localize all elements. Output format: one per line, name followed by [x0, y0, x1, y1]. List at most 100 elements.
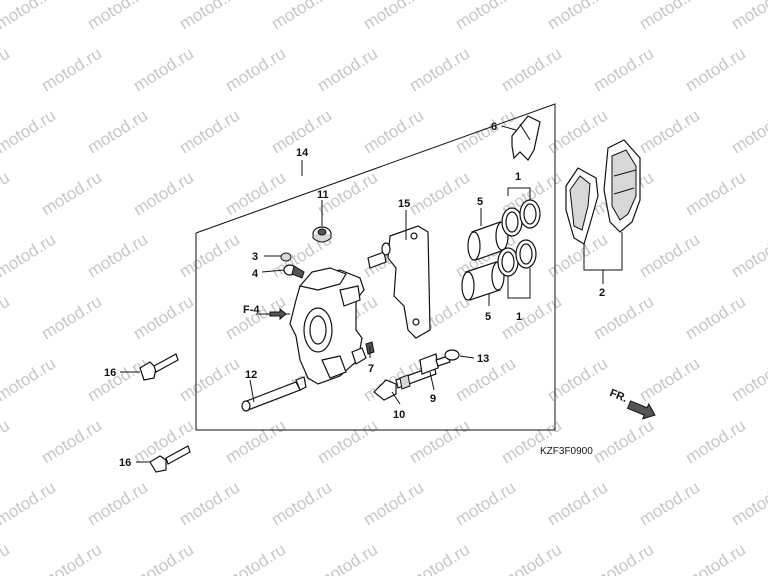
caliper-pistons	[461, 221, 509, 301]
watermark-text: motod.ru	[84, 106, 151, 158]
watermark-text: motod.ru	[590, 416, 657, 468]
watermark-text: motod.ru	[590, 292, 657, 344]
watermark-text: motod.ru	[38, 540, 105, 576]
leader-lines	[120, 125, 517, 463]
callout-4: 4	[252, 268, 259, 280]
callout-1-upper: 1	[515, 171, 521, 183]
pin-bolt-12	[241, 376, 307, 412]
watermark-text: motod.ru	[728, 230, 768, 282]
watermark-text: motod.ru	[84, 230, 151, 282]
section-ref-label: F-4	[243, 304, 260, 316]
watermark-text: motod.ru	[268, 478, 335, 530]
watermark-text: motod.ru	[222, 44, 289, 96]
watermark-text: motod.ru	[728, 106, 768, 158]
watermark-text: motod.ru	[636, 230, 703, 282]
watermark-text: motod.ru	[38, 44, 105, 96]
watermark-text: motod.ru	[0, 44, 13, 96]
watermark-text: motod.ru	[452, 478, 519, 530]
watermark-text: motod.ru	[314, 540, 381, 576]
caliper-bracket	[367, 225, 431, 339]
boot-part	[312, 226, 332, 243]
watermark-text: motod.ru	[84, 354, 151, 406]
watermark-text: motod.ru	[590, 44, 657, 96]
watermark-text: motod.ru	[682, 168, 749, 220]
watermark-text: motod.ru	[636, 478, 703, 530]
callout-5-upper: 5	[477, 196, 483, 208]
watermark-text: motod.ru	[544, 478, 611, 530]
watermark-text: motod.ru	[728, 478, 768, 530]
watermark-text: motod.ru	[130, 168, 197, 220]
watermark-text: motod.ru	[130, 292, 197, 344]
watermark-text: motod.ru	[84, 0, 151, 33]
caliper-body	[289, 267, 367, 385]
watermark-text: motod.ru	[0, 416, 13, 468]
callout-5-lower: 5	[485, 311, 491, 323]
watermark-text: motod.ru	[590, 540, 657, 576]
watermark-text: motod.ru	[0, 230, 59, 282]
watermark-text: motod.ru	[176, 478, 243, 530]
watermark-text: motod.ru	[360, 478, 427, 530]
watermark-text: motod.ru	[268, 0, 335, 33]
watermark-text: motod.ru	[406, 416, 473, 468]
watermark-text: motod.ru	[498, 540, 565, 576]
callout-16-upper: 16	[104, 367, 116, 379]
assembly-frame	[195, 103, 556, 431]
callout-12: 12	[245, 369, 257, 381]
callout-10: 10	[393, 409, 405, 421]
watermark-text: motod.ru	[222, 416, 289, 468]
watermark-text: motod.ru	[0, 354, 59, 406]
callout-9: 9	[430, 393, 436, 405]
caliper-small-parts	[280, 252, 305, 279]
watermark-text: motod.ru	[84, 478, 151, 530]
callouts: 14 11 3 4 15 5 5 1 1 6 2 7 12 10 9 13 16…	[104, 121, 605, 469]
pad-spring	[511, 115, 541, 161]
watermark-text: motod.ru	[0, 478, 59, 530]
piston-seals	[497, 199, 541, 277]
watermark-text: motod.ru	[452, 106, 519, 158]
watermark-text: motod.ru	[452, 0, 519, 33]
section-ref-arrow	[269, 307, 287, 321]
watermark-text: motod.ru	[406, 540, 473, 576]
watermark-text: motod.ru	[38, 416, 105, 468]
bolt-16-lower	[149, 445, 191, 473]
callout-13: 13	[477, 353, 489, 365]
watermark-text: motod.ru	[636, 106, 703, 158]
callout-6: 6	[491, 121, 497, 133]
watermark-text: motod.ru	[0, 0, 59, 33]
watermark-text: motod.ru	[130, 44, 197, 96]
watermark-text: motod.ru	[360, 106, 427, 158]
watermark-text: motod.ru	[636, 0, 703, 33]
watermark-text: motod.ru	[314, 416, 381, 468]
watermark-text: motod.ru	[176, 106, 243, 158]
watermark-text: motod.ru	[314, 44, 381, 96]
watermark-text: motod.ru	[176, 230, 243, 282]
watermark-text: motod.ru	[0, 540, 13, 576]
watermark-text: motod.ru	[498, 44, 565, 96]
watermark-text: motod.ru	[0, 106, 59, 158]
watermark-text: motod.ru	[544, 354, 611, 406]
callout-14: 14	[296, 147, 309, 159]
callout-7: 7	[368, 363, 374, 375]
watermark-text: motod.ru	[682, 540, 749, 576]
callout-1-lower: 1	[516, 311, 522, 323]
callout-11: 11	[317, 189, 329, 201]
bolt-16-upper	[139, 353, 179, 381]
watermark-text: motod.ru	[406, 168, 473, 220]
watermark-text: motod.ru	[682, 44, 749, 96]
watermark-text: motod.ru	[0, 168, 13, 220]
watermark-text: motod.ru	[544, 0, 611, 33]
watermark-text: motod.ru	[222, 540, 289, 576]
watermark-text: motod.ru	[130, 540, 197, 576]
callout-15: 15	[398, 198, 410, 210]
direction-label: FR.	[608, 387, 629, 405]
callout-3: 3	[252, 251, 258, 263]
diagram-code: KZF3F0900	[540, 446, 593, 457]
callout-16-lower: 16	[119, 457, 131, 469]
watermark-text: motod.ru	[682, 416, 749, 468]
watermark-text: motod.ru	[38, 292, 105, 344]
watermark-text: motod.ru	[728, 354, 768, 406]
brake-pads	[565, 139, 641, 245]
cap-13	[444, 349, 460, 361]
